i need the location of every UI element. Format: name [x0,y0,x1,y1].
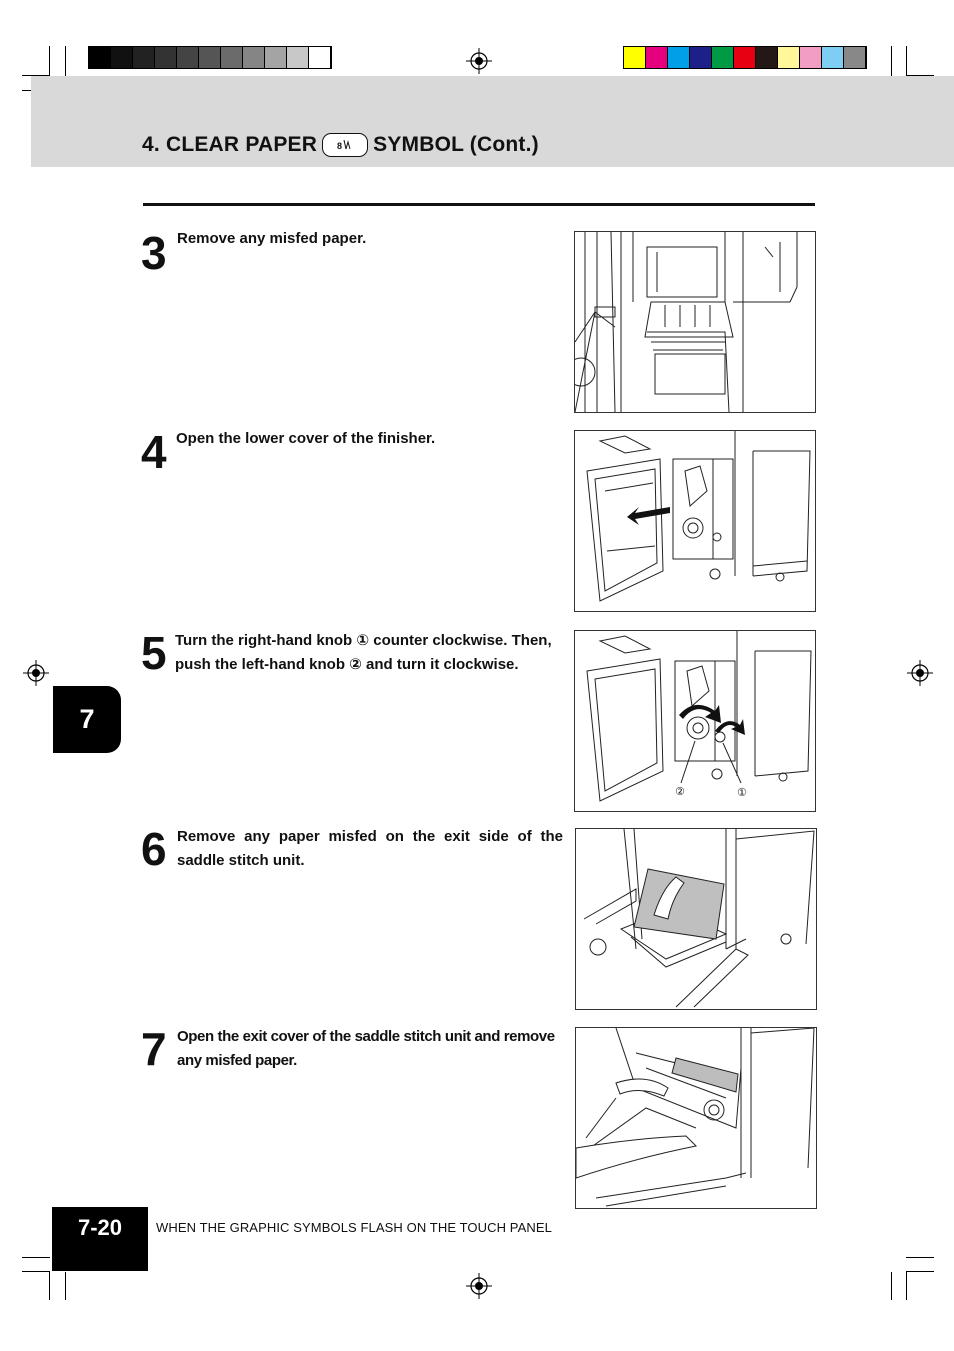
color-swatch [624,47,646,68]
section-title-suffix: SYMBOL (Cont.) [373,133,539,156]
footer-section-title: WHEN THE GRAPHIC SYMBOLS FLASH ON THE TO… [156,1220,552,1235]
step-number: 6 [141,823,167,875]
grayscale-swatch [111,47,133,68]
step-text: Open the lower cover of the finisher. [176,430,436,447]
knob-2-callout: ② [675,785,685,798]
color-swatch [734,47,756,68]
crop-mark [906,1271,934,1272]
crop-mark [906,1272,907,1300]
step-number: 3 [141,227,167,279]
header-rule [143,203,815,206]
color-swatch [646,47,668,68]
grayscale-swatch [133,47,155,68]
color-swatch [756,47,778,68]
illustration-open-lower-cover [574,430,816,612]
color-calibration-bar [623,46,867,69]
illustration-saddle-stitch-exit [575,828,817,1010]
grayscale-swatch [177,47,199,68]
crop-mark [906,46,907,76]
crop-mark [22,1271,50,1272]
illustration-exit-cover [575,1027,817,1209]
crop-mark [22,75,50,76]
svg-text:8: 8 [337,141,342,151]
grayscale-swatch [221,47,243,68]
grayscale-calibration-bar [88,46,332,69]
paper-jam-icon: 8 [322,133,369,157]
registration-target-icon [23,660,49,686]
crop-mark [65,1272,66,1300]
section-title: 4. CLEAR PAPER 8 SYMBOL (Cont.) [142,133,539,157]
crop-mark [891,1272,892,1300]
color-swatch [778,47,800,68]
color-swatch [690,47,712,68]
grayscale-swatch [155,47,177,68]
color-swatch [822,47,844,68]
color-swatch [800,47,822,68]
grayscale-swatch [287,47,309,68]
step-text: Remove any paper misfed on the exit side… [177,828,563,869]
grayscale-swatch [89,47,111,68]
crop-mark [906,75,934,76]
crop-mark [891,46,892,76]
crop-mark [49,1272,50,1300]
step-text: Turn the right-hand knob ① counter clock… [175,632,552,673]
illustration-turn-knobs: ② ① [574,630,816,812]
crop-mark [49,46,50,76]
color-swatch [668,47,690,68]
chapter-tab: 7 [53,686,121,753]
color-swatch [844,47,866,68]
registration-target-icon [907,660,933,686]
grayscale-swatch [309,47,331,68]
grayscale-swatch [199,47,221,68]
crop-mark [65,46,66,76]
step-text: Open the exit cover of the saddle stitch… [177,1028,555,1069]
crop-mark [22,1257,50,1258]
illustration-misfed-paper [574,231,816,413]
step-number: 7 [141,1023,167,1075]
color-swatch [712,47,734,68]
crop-mark [906,1257,934,1258]
registration-target-icon [466,1273,492,1299]
registration-target-icon [466,48,492,74]
grayscale-swatch [243,47,265,68]
step-number: 5 [141,627,167,679]
step-number: 4 [141,426,167,478]
page-number: 7-20 [52,1207,148,1271]
section-title-prefix: 4. CLEAR PAPER [142,133,318,156]
grayscale-swatch [265,47,287,68]
knob-1-callout: ① [737,786,747,799]
section-header-band [31,76,954,167]
step-text: Remove any misfed paper. [177,230,367,247]
